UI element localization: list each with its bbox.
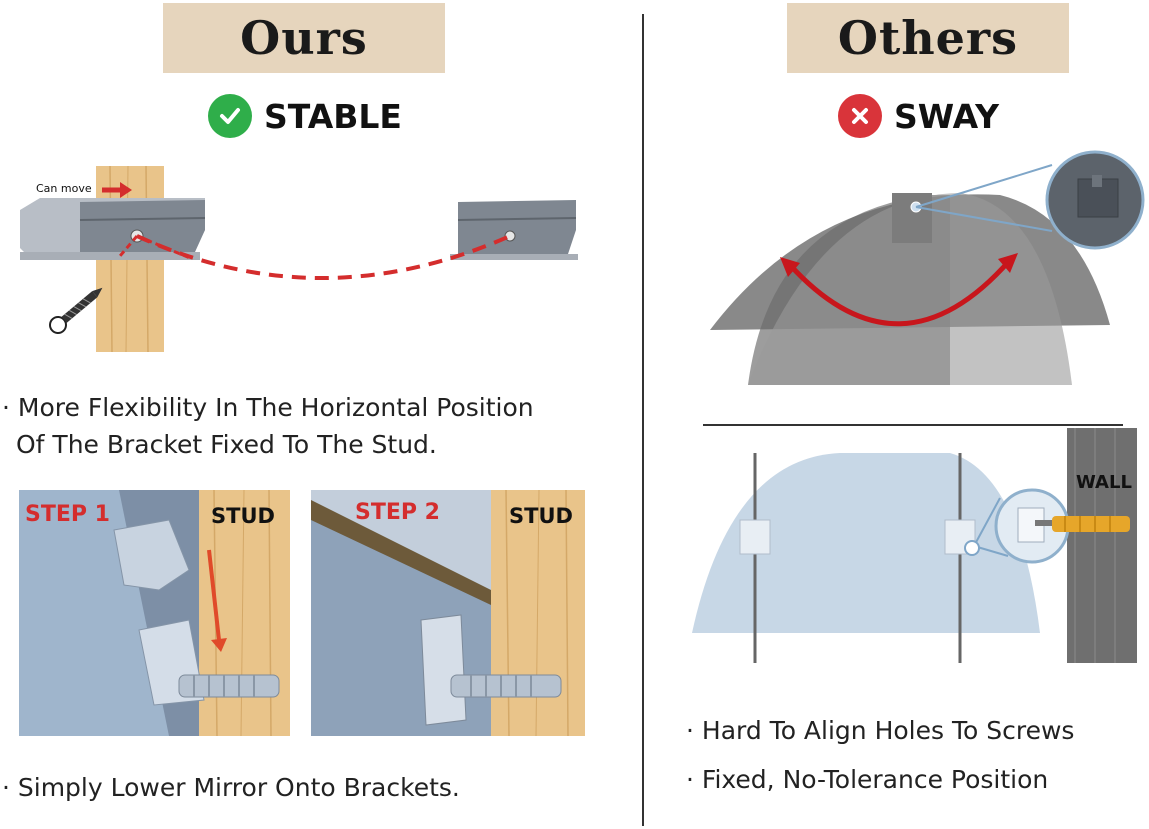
can-move-label: Can move xyxy=(36,182,92,195)
stable-status: STABLE xyxy=(208,94,402,138)
step1-label: STEP 1 xyxy=(25,502,110,527)
sway-diagram xyxy=(700,145,1145,395)
x-circle-icon xyxy=(838,94,882,138)
others-title: Others xyxy=(787,3,1069,73)
ours-title: Ours xyxy=(163,3,445,73)
flexibility-bullet-line2: Of The Bracket Fixed To The Stud. xyxy=(16,430,437,459)
stable-label: STABLE xyxy=(264,96,402,136)
right-section-divider xyxy=(703,424,1123,426)
step2-panel: STEP 2 STUD xyxy=(311,490,585,736)
step2-label: STEP 2 xyxy=(355,500,440,525)
fixed-position-bullet: · Fixed, No-Tolerance Position xyxy=(686,765,1049,794)
bracket-diagram: Can move xyxy=(20,160,590,360)
wall-label: WALL xyxy=(1076,472,1132,493)
alignment-diagram: WALL xyxy=(690,428,1140,668)
lower-mirror-bullet: · Simply Lower Mirror Onto Brackets. xyxy=(2,773,460,802)
step1-panel: STEP 1 STUD xyxy=(19,490,290,736)
sway-label: SWAY xyxy=(894,96,999,136)
sway-status: SWAY xyxy=(838,94,999,138)
step1-stud-label: STUD xyxy=(211,504,275,528)
step2-stud-label: STUD xyxy=(509,504,573,528)
align-holes-bullet: · Hard To Align Holes To Screws xyxy=(686,716,1075,745)
flexibility-bullet-line1: · More Flexibility In The Horizontal Pos… xyxy=(2,393,534,422)
center-divider xyxy=(642,14,644,826)
check-circle-icon xyxy=(208,94,252,138)
